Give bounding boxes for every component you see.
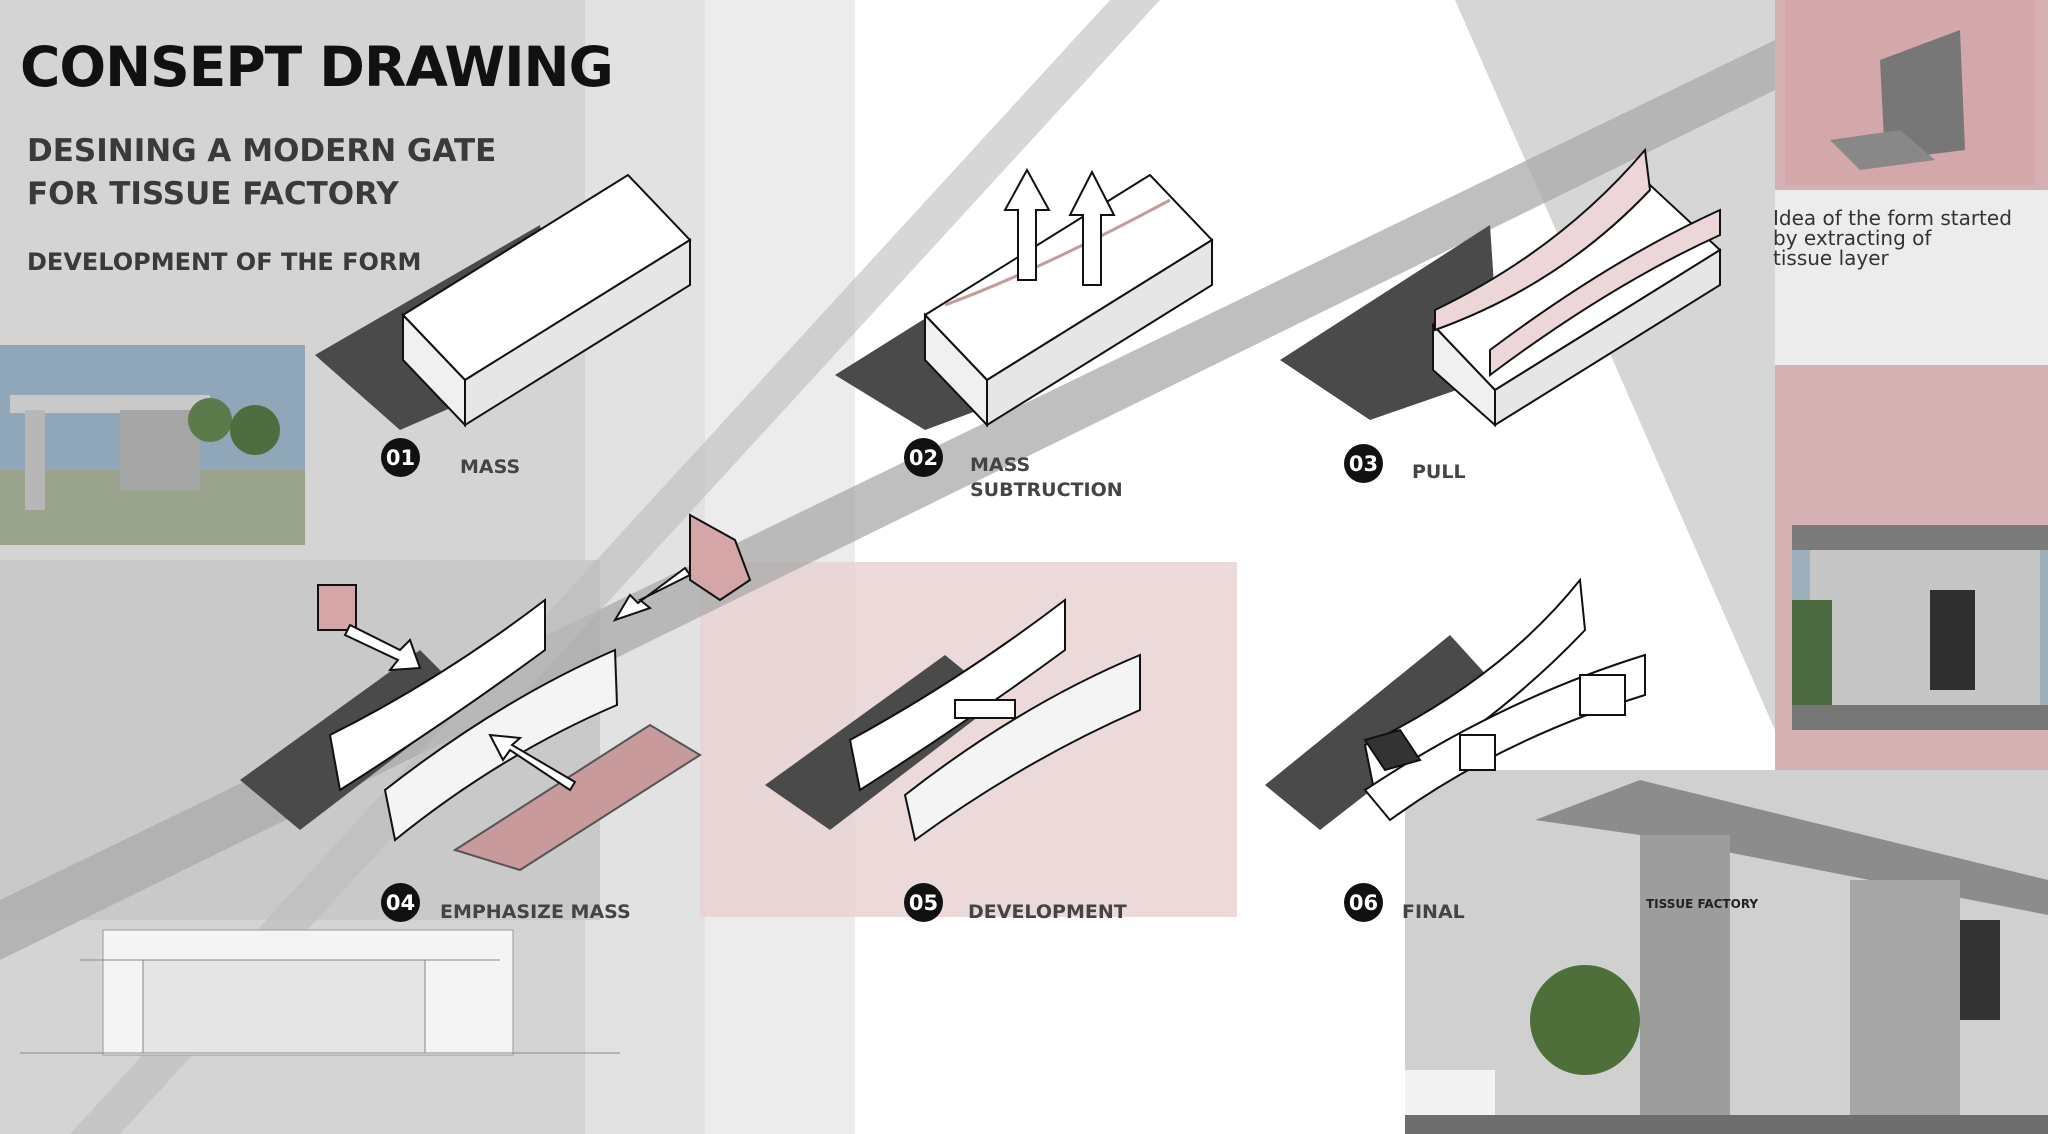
photo-building-right [1792,525,2048,730]
step-label-line: PULL [1412,461,1466,483]
step-number-badge: 01 [381,438,420,477]
note-line-3: tissue layer [1773,246,1889,270]
step-label-line: SUBTRUCTION [970,479,1123,501]
step-number-badge: 04 [381,883,420,922]
concept-note: Idea of the form started by extracting o… [1773,208,2033,268]
diagonal-band-2 [70,0,1160,1134]
step-number-badge: 03 [1344,444,1383,483]
step-02-subtraction-diagram [835,167,1214,430]
step-label-line: EMPHASIZE MASS [440,901,631,923]
subtitle-line-1: DESINING A MODERN GATE [27,133,497,169]
step-label: MASS SUBTRUCTION [970,453,1123,503]
step-number-badge: 05 [904,883,943,922]
step-number-badge: 02 [904,438,943,477]
step-05-development-diagram [765,597,1141,842]
note-panel [1775,190,2048,365]
pink-step-panel [700,562,1237,917]
photo-tissue-box [1785,0,2035,185]
step-label: MASS [460,455,520,480]
step-label-line: MASS [460,456,521,478]
step-label-line: MASS [970,454,1031,476]
section-drawing [20,929,620,1056]
step-label: DEVELOPMENT [968,900,1127,925]
page-title: CONSEPT DRAWING [20,35,614,99]
step-04-emphasize-diagram [240,513,752,872]
page-subtitle: DESINING A MODERN GATE FOR TISSUE FACTOR… [27,130,496,216]
step-label: FINAL [1402,900,1465,925]
step-label: PULL [1412,460,1466,485]
step-label-line: FINAL [1402,901,1465,923]
step-01-mass-diagram [315,173,692,430]
note-line-2: by extracting of [1773,226,1932,250]
subtitle-line-2: FOR TISSUE FACTORY [27,176,399,212]
step-06-final-diagram [1265,577,1646,830]
photo-gate-render [1405,770,2048,1134]
photo-gate-left [0,345,305,545]
step-label: EMPHASIZE MASS [440,900,631,925]
step-label-line: DEVELOPMENT [968,901,1127,923]
step-number-badge: 06 [1344,883,1383,922]
tissue-factory-sign: TISSUE FACTORY [1646,897,1759,911]
section-heading: DEVELOPMENT OF THE FORM [27,248,422,276]
note-line-1: Idea of the form started [1773,206,2012,230]
step-03-pull-diagram [1280,147,1722,428]
